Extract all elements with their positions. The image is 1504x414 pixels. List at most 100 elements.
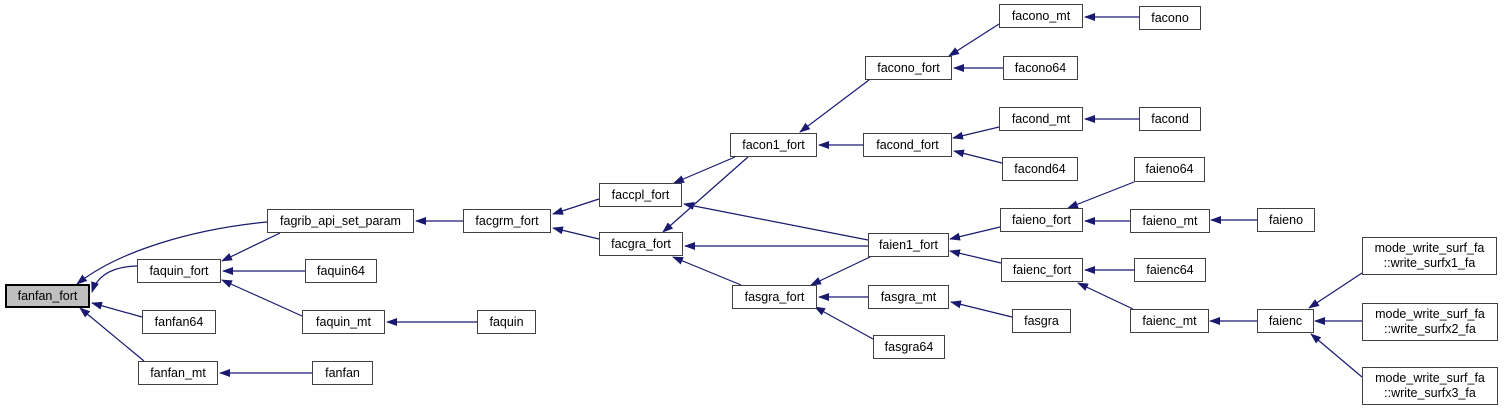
node-faccpl_fort[interactable]: faccpl_fort: [599, 183, 682, 207]
node-label: fasgra_mt: [880, 289, 937, 304]
node-label: faquin_mt: [316, 314, 371, 329]
node-facono_fort[interactable]: facono_fort: [865, 56, 952, 80]
node-label: facon1_fort: [742, 137, 805, 152]
node-label: fagrib_api_set_param: [280, 213, 401, 228]
edge-fanfan_mt-to-fanfan_fort: [79, 307, 145, 362]
node-fanfan64[interactable]: fanfan64: [142, 310, 216, 334]
edge-fagrib_api_set_param-to-faquin_fort: [221, 232, 281, 262]
edge-write_surfx3-to-faienc: [1310, 333, 1363, 378]
node-label: faienc_fort: [1012, 262, 1072, 277]
node-facono64[interactable]: facono64: [1003, 56, 1078, 80]
node-label: fanfan_fort: [17, 288, 78, 303]
node-label: faquin64: [317, 263, 365, 278]
node-facond_mt[interactable]: facond_mt: [999, 107, 1083, 131]
node-faieno64[interactable]: faieno64: [1134, 157, 1205, 182]
edge-fasgra-to-fasgra_mt: [950, 300, 1013, 318]
node-label: fasgra_fort: [744, 289, 805, 304]
edge-faienc_mt-to-faienc_fort: [1077, 282, 1134, 310]
node-write_surfx2[interactable]: mode_write_surf_fa::write_surfx2_fa: [1362, 303, 1498, 341]
node-facond_fort[interactable]: facond_fort: [863, 133, 952, 157]
node-faien1_fort[interactable]: faien1_fort: [868, 233, 949, 257]
node-label: faienc: [1268, 313, 1303, 328]
node-fasgra[interactable]: fasgra: [1012, 309, 1071, 333]
node-faieno_mt[interactable]: faieno_mt: [1130, 209, 1210, 233]
node-facond64[interactable]: facond64: [1002, 157, 1078, 181]
edge-facono_fort-to-facon1_fort: [799, 79, 870, 133]
edge-faien1_fort-to-faccpl_fort: [683, 201, 869, 241]
node-label: facond64: [1014, 161, 1066, 176]
node-faieno_fort[interactable]: faieno_fort: [1000, 208, 1083, 232]
node-label: mode_write_surf_fa: [1375, 307, 1485, 321]
edge-faquin_fort-to-fanfan_fort: [91, 265, 138, 293]
node-label: faieno64: [1145, 162, 1194, 176]
edge-fasgra64-to-fasgra_fort: [814, 306, 874, 340]
edge-faieno_fort-to-faien1_fort: [949, 226, 1001, 241]
edge-faccpl_fort-to-facgrm_fort: [552, 198, 600, 215]
node-write_surfx3[interactable]: mode_write_surf_fa::write_surfx3_fa: [1362, 367, 1498, 405]
node-facon1_fort[interactable]: facon1_fort: [730, 133, 817, 157]
node-label: faien1_fort: [878, 237, 939, 252]
node-label: faieno: [1268, 212, 1304, 227]
node-label: facono: [1151, 10, 1189, 25]
node-label: mode_write_surf_fa: [1375, 371, 1485, 385]
node-label: facono_mt: [1011, 8, 1071, 23]
node-label: faccpl_fort: [611, 187, 670, 202]
node-label: fanfan_mt: [150, 365, 206, 380]
node-facono[interactable]: facono: [1139, 6, 1201, 30]
edge-fasgra_fort-to-facgra_fort: [672, 256, 742, 286]
edge-facono_mt-to-facono_fort: [948, 23, 1000, 57]
node-label: faquin: [489, 314, 524, 329]
node-fasgra_fort[interactable]: fasgra_fort: [732, 285, 817, 309]
node-label: fanfan64: [154, 314, 204, 329]
edge-faien1_fort-to-fasgra_fort: [810, 256, 871, 286]
node-fanfan_fort[interactable]: fanfan_fort: [5, 284, 90, 308]
node-faienc64[interactable]: faienc64: [1134, 258, 1206, 282]
node-label: faieno_fort: [1011, 212, 1072, 227]
edge-facon1_fort-to-faccpl_fort: [673, 156, 736, 184]
node-fasgra64[interactable]: fasgra64: [873, 335, 945, 359]
node-label: faieno_mt: [1142, 213, 1198, 228]
node-faquin[interactable]: faquin: [477, 310, 536, 334]
node-label: facond_mt: [1011, 111, 1071, 126]
edge-fanfan64-to-fanfan_fort: [91, 301, 143, 318]
edge-facon1_fort-to-facgra_fort: [662, 156, 749, 233]
node-faquin64[interactable]: faquin64: [305, 259, 377, 283]
node-facgra_fort[interactable]: facgra_fort: [599, 232, 683, 256]
node-write_surfx1[interactable]: mode_write_surf_fa::write_surfx1_fa: [1362, 237, 1497, 275]
edge-fagrib_api_set_param-to-fanfan_fort: [76, 221, 268, 285]
node-label: facond_fort: [876, 137, 939, 152]
node-faienc_fort[interactable]: faienc_fort: [1001, 258, 1083, 282]
edge-faquin_mt-to-faquin_fort: [221, 279, 303, 317]
node-fagrib_api_set_param[interactable]: fagrib_api_set_param: [267, 209, 414, 233]
node-fanfan[interactable]: fanfan: [312, 361, 373, 385]
edge-faieno64-to-faieno_fort: [1067, 181, 1135, 209]
node-faienc_mt[interactable]: faienc_mt: [1130, 309, 1209, 333]
edge-facond64-to-facond_fort: [953, 149, 1003, 164]
node-faieno[interactable]: faieno: [1257, 208, 1315, 232]
node-facond[interactable]: facond: [1139, 107, 1201, 131]
node-label: facono64: [1014, 60, 1067, 75]
node-facono_mt[interactable]: facono_mt: [999, 4, 1083, 28]
edge-facgra_fort-to-facgrm_fort: [552, 226, 600, 240]
node-label: facgrm_fort: [475, 213, 539, 228]
edge-faienc_fort-to-faien1_fort: [949, 249, 1002, 264]
node-label: mode_write_surf_fa: [1374, 241, 1485, 255]
node-facgrm_fort[interactable]: facgrm_fort: [463, 209, 551, 233]
node-faienc[interactable]: faienc: [1257, 309, 1314, 333]
node-label: fasgra: [1024, 313, 1059, 328]
node-fanfan_mt[interactable]: fanfan_mt: [138, 361, 218, 385]
node-label: faienc_mt: [1142, 313, 1197, 328]
node-label: fasgra64: [884, 339, 934, 354]
node-label: facond: [1151, 111, 1189, 126]
node-fasgra_mt[interactable]: fasgra_mt: [868, 285, 949, 309]
node-label: ::write_surfx1_fa: [1383, 256, 1476, 270]
node-label: ::write_surfx3_fa: [1384, 386, 1476, 400]
node-label: ::write_surfx2_fa: [1384, 322, 1476, 336]
edge-write_surfx1-to-faienc: [1308, 272, 1363, 309]
edge-facond_mt-to-facond_fort: [952, 126, 1000, 140]
node-faquin_fort[interactable]: faquin_fort: [137, 259, 221, 283]
node-faquin_mt[interactable]: faquin_mt: [302, 310, 385, 334]
